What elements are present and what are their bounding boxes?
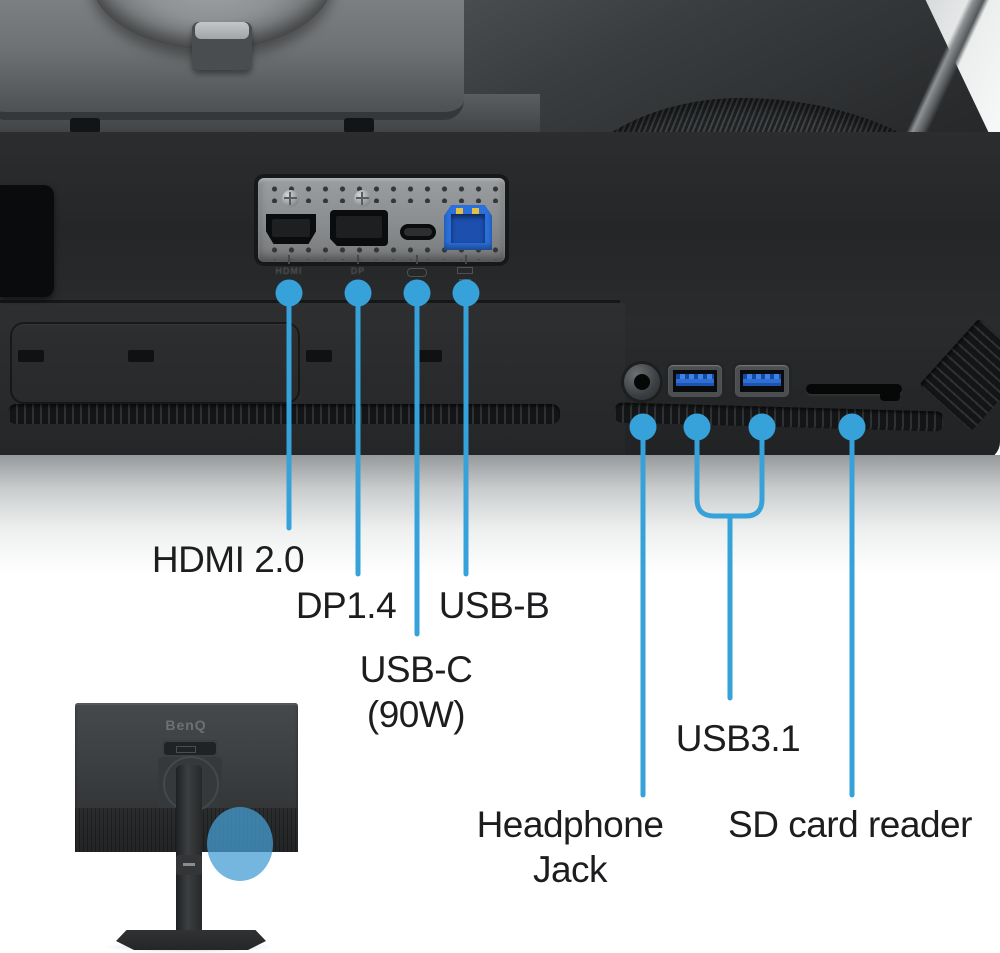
headphone-jack-port <box>624 364 660 400</box>
screw-icon <box>282 190 299 207</box>
usb31-label: USB3.1 <box>675 718 801 759</box>
monitor-bottom-photo: HDMI DP <box>0 0 1000 470</box>
chassis-clip <box>416 350 442 362</box>
etch-tick <box>357 255 359 264</box>
etch-tick <box>288 255 290 264</box>
inset-stand-column <box>176 765 202 938</box>
usb-b-pin <box>456 208 463 214</box>
usb-b-etch-icon <box>457 267 473 274</box>
hdmi-port <box>266 214 316 244</box>
usb-c-label-line1: USB-C <box>359 649 473 690</box>
headphone-callout-dot <box>629 413 657 441</box>
etch-tick <box>416 255 418 264</box>
usb31-callout-dot-2 <box>748 413 776 441</box>
usb-a-tongue <box>676 374 714 386</box>
stand-release-latch <box>192 22 252 70</box>
io-port-panel <box>258 178 505 262</box>
chassis-clip <box>18 350 44 362</box>
usb-b-callout-dot <box>452 279 480 307</box>
dp-etch-label: DP <box>350 266 366 276</box>
perforation-holes <box>262 242 501 260</box>
usb-b-port <box>444 205 492 250</box>
usb-c-label-line2: (90W) <box>366 694 466 736</box>
inset-stand-base <box>116 930 266 950</box>
sd-label: SD card reader <box>728 804 972 845</box>
sd-callout-dot <box>838 413 866 441</box>
displayport-port <box>330 210 388 246</box>
dp-callout-dot <box>344 279 372 307</box>
usb-b-pin <box>472 208 479 214</box>
benq-logo: BenQ <box>165 717 207 733</box>
usb31-bracket-line <box>694 427 765 519</box>
monitor-rear-inset: BenQ <box>58 695 320 953</box>
shell-clip <box>70 118 100 133</box>
stand-mount-platform <box>0 0 464 120</box>
chassis-seam <box>0 300 620 303</box>
usb-c-etch-icon <box>407 268 427 277</box>
dp-label: DP1.4 <box>295 585 397 626</box>
headphone-label-line1: Headphone <box>476 804 664 845</box>
vent-strip-left <box>8 404 560 424</box>
latch-cap <box>195 22 249 39</box>
screw-icon <box>354 190 371 207</box>
sd-card-slot <box>806 384 902 394</box>
usb-c-port <box>400 224 436 240</box>
ports-highlight-circle <box>207 807 273 881</box>
usb31-callout-dot-1 <box>683 413 711 441</box>
usb-b-label: USB-B <box>438 585 550 626</box>
ground-shadow <box>0 455 1000 575</box>
hdmi-etch-label: HDMI <box>275 266 303 276</box>
power-inlet <box>0 185 54 297</box>
chassis-clip <box>128 350 154 362</box>
usb-b-inner <box>451 214 485 243</box>
etch-tick <box>465 255 467 264</box>
usb-c-callout-dot <box>403 279 431 307</box>
shell-clip <box>344 118 374 133</box>
chassis-clip <box>306 350 332 362</box>
hdmi-callout-dot <box>275 279 303 307</box>
usb-a-tongue <box>743 374 781 386</box>
recessed-panel-seam <box>10 322 300 404</box>
usb-a-port-2 <box>735 365 789 397</box>
inset-handle <box>162 740 218 757</box>
chassis-lower-panel <box>0 303 625 458</box>
headphone-label-line2: Jack <box>532 849 608 891</box>
inset-cable-clip <box>176 855 202 875</box>
sd-card-slot-notch <box>880 392 900 401</box>
usb-a-port-1 <box>668 365 722 397</box>
headphone-label: Headphone Jack <box>477 802 664 892</box>
perforation-holes <box>262 181 501 203</box>
hdmi-label: HDMI 2.0 <box>151 539 305 580</box>
usb-c-label: USB-C (90W) <box>360 647 473 737</box>
